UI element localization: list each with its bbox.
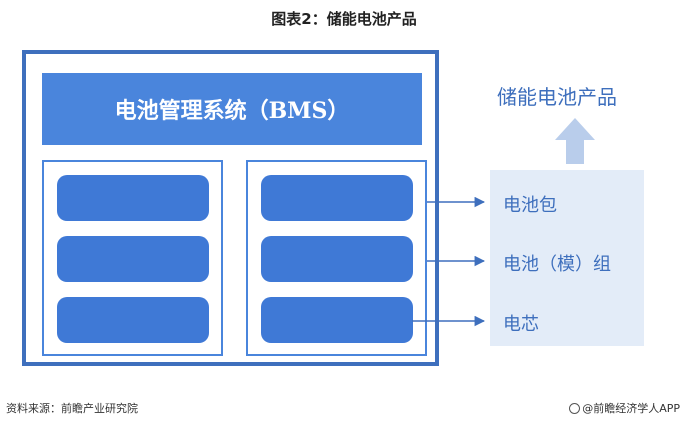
output-label-pack: 电池包	[503, 195, 557, 216]
figure-title: 图表2：储能电池产品	[271, 10, 417, 28]
product-output-panel	[490, 170, 644, 346]
right-cell-1	[261, 175, 413, 221]
right-cell-2	[261, 236, 413, 282]
output-label-cell: 电芯	[503, 314, 539, 335]
source-note: 资料来源：前瞻产业研究院	[6, 402, 138, 415]
left-cell-2	[57, 236, 209, 282]
left-cell-3	[57, 297, 209, 343]
brand-text: @前瞻经济学人APP	[582, 402, 680, 415]
bms-block: 电池管理系统（BMS）	[42, 73, 422, 145]
brand-credit: @前瞻经济学人APP	[569, 400, 680, 416]
left-cell-1	[57, 175, 209, 221]
arrow-up-icon	[555, 118, 595, 164]
brand-logo-icon	[569, 403, 581, 414]
output-label-module: 电池（模）组	[503, 254, 611, 275]
product-label: 储能电池产品	[497, 85, 617, 109]
right-cell-3	[261, 297, 413, 343]
bms-label: 电池管理系统（BMS）	[114, 98, 350, 124]
